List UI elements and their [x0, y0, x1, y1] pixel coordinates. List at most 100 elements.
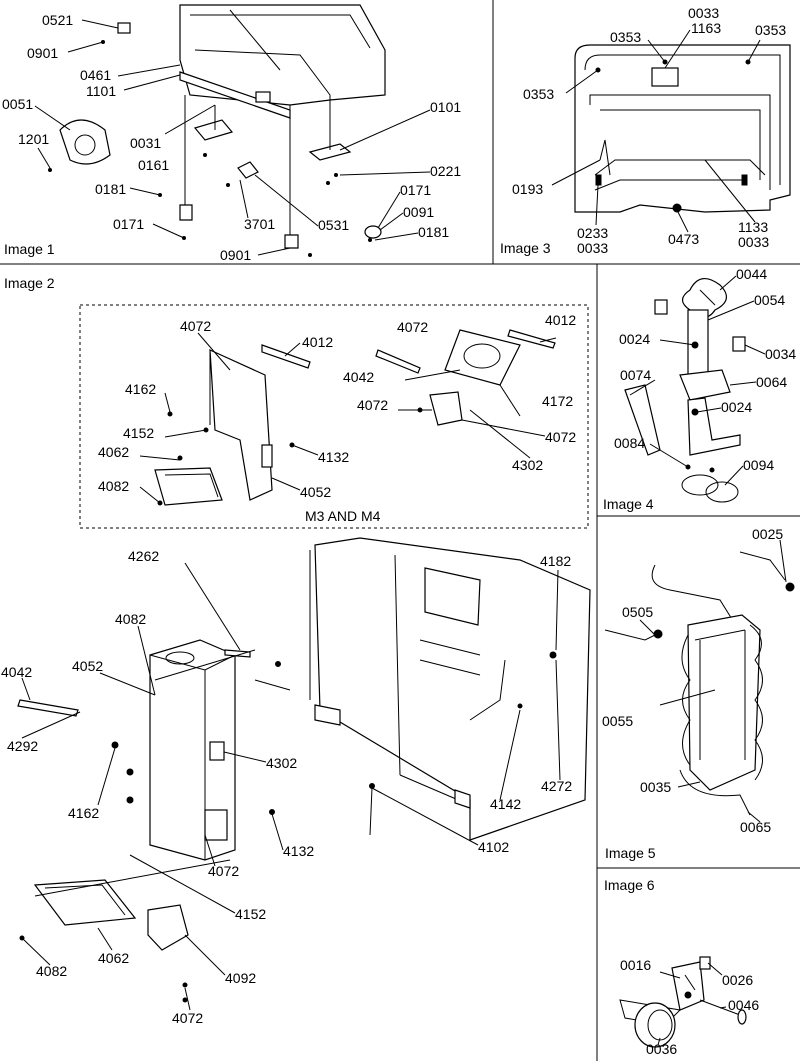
part-label: 0026	[722, 972, 753, 988]
image1-drawing	[34, 4, 431, 257]
panel-caption-image1: Image 1	[4, 241, 55, 257]
part-label: 1101	[86, 83, 116, 99]
part-label: 4272	[541, 778, 572, 794]
part-label: 4072	[208, 863, 239, 879]
part-label: 4132	[318, 449, 349, 465]
part-label: 4042	[343, 369, 374, 385]
part-label: 0171	[113, 216, 144, 232]
m3-m4-inset-frame	[79, 304, 589, 529]
part-label: 0064	[756, 374, 787, 390]
inset-caption: M3 AND M4	[305, 508, 381, 524]
part-label: 4132	[283, 843, 314, 859]
part-label: 4082	[115, 611, 146, 627]
part-label: 0901	[220, 247, 251, 263]
part-label: 4012	[302, 334, 333, 350]
panel-caption-image4: Image 4	[603, 496, 654, 512]
part-label: 0034	[765, 346, 796, 362]
panel-caption-image3: Image 3	[500, 240, 551, 256]
part-label: 0025	[752, 526, 783, 542]
part-label: 4262	[128, 548, 159, 564]
part-label: 0901	[27, 45, 58, 61]
part-label: 4072	[180, 318, 211, 334]
part-label: 0461	[80, 67, 111, 83]
panel-caption-image2: Image 2	[4, 275, 55, 291]
part-label: 1163	[691, 20, 721, 36]
part-label: 4082	[36, 963, 67, 979]
m3-m4-inset-labels: 4072 4012 4162 4152 4062 4082 4132 4052 …	[98, 312, 576, 524]
panel-caption-image5: Image 5	[605, 845, 656, 861]
part-label: 4172	[542, 393, 573, 409]
part-label: 4162	[68, 805, 99, 821]
part-label: 0193	[512, 181, 543, 197]
part-label: 0094	[743, 457, 774, 473]
part-label: 4072	[172, 1010, 203, 1026]
part-label: 0051	[2, 96, 33, 112]
image3-labels: 0033 1163 0353 0353 0353 0193 0233 0033 …	[500, 5, 786, 256]
part-label: 0036	[646, 1041, 677, 1057]
part-label: 0054	[754, 292, 785, 308]
part-label: 0353	[610, 29, 641, 45]
image4-labels: 0044 0054 0024 0034 0074 0064 0024 0084 …	[603, 266, 796, 512]
part-label: 0091	[403, 204, 434, 220]
image1-labels: 0521 0901 0461 1101 0051 1201 0031 0161 …	[2, 12, 461, 263]
part-label: 0033	[738, 234, 769, 250]
part-label: 4042	[1, 664, 32, 680]
part-label: 4102	[478, 839, 509, 855]
part-label: 4012	[545, 312, 576, 328]
part-label: 0046	[728, 997, 759, 1013]
part-label: 4152	[123, 425, 154, 441]
image5-labels: 0025 0505 0055 0035 0065 Image 5	[602, 526, 783, 861]
part-label: 4072	[357, 397, 388, 413]
part-label: 0101	[430, 99, 461, 115]
part-label: 0035	[640, 779, 671, 795]
part-label: 4302	[512, 457, 543, 473]
part-label: 0353	[755, 22, 786, 38]
part-label: 0181	[418, 224, 449, 240]
image3-drawing	[551, 29, 791, 233]
part-label: 0505	[622, 604, 653, 620]
part-label: 4052	[300, 484, 331, 500]
part-label: 4152	[235, 906, 266, 922]
part-label: 0221	[430, 163, 461, 179]
part-label: 0473	[668, 231, 699, 247]
image2-drawing	[17, 537, 591, 1011]
image2-labels: 4262 4182 4082 4042 4052 4292 4162 4302 …	[1, 548, 572, 1026]
part-label: 1133	[738, 219, 768, 235]
image6-drawing	[619, 956, 747, 1048]
image6-labels: Image 6 0016 0026 0046 0036	[604, 877, 759, 1057]
part-label: 0065	[740, 819, 771, 835]
panel-caption-image6: Image 6	[604, 877, 655, 893]
part-label: 0031	[130, 135, 161, 151]
part-label: 0055	[602, 713, 633, 729]
part-label: 0033	[688, 5, 719, 21]
part-label: 0074	[620, 367, 651, 383]
part-label: 0353	[523, 86, 554, 102]
m3-m4-inset-drawing	[139, 329, 557, 506]
part-label: 0024	[619, 331, 650, 347]
part-label: 0024	[721, 399, 752, 415]
part-label: 4072	[545, 429, 576, 445]
part-label: 0044	[736, 266, 767, 282]
part-label: 0033	[577, 240, 608, 256]
part-label: 0233	[577, 225, 608, 241]
part-label: 0171	[400, 182, 431, 198]
part-label: 4062	[98, 950, 129, 966]
part-label: 0016	[620, 957, 651, 973]
part-label: 4162	[125, 381, 156, 397]
part-label: 4142	[490, 796, 521, 812]
image4-drawing	[624, 275, 766, 503]
image5-drawing	[604, 539, 795, 823]
part-label: 4292	[7, 738, 38, 754]
part-label: 4082	[98, 478, 129, 494]
part-label: 1201	[18, 131, 49, 147]
part-label: 0531	[318, 217, 349, 233]
part-label: 4052	[72, 658, 103, 674]
part-label: 4062	[98, 444, 129, 460]
part-label: 4072	[397, 319, 428, 335]
part-label: 3701	[244, 216, 275, 232]
part-label: 0521	[42, 12, 73, 28]
part-label: 0084	[614, 435, 645, 451]
part-label: 4302	[266, 755, 297, 771]
